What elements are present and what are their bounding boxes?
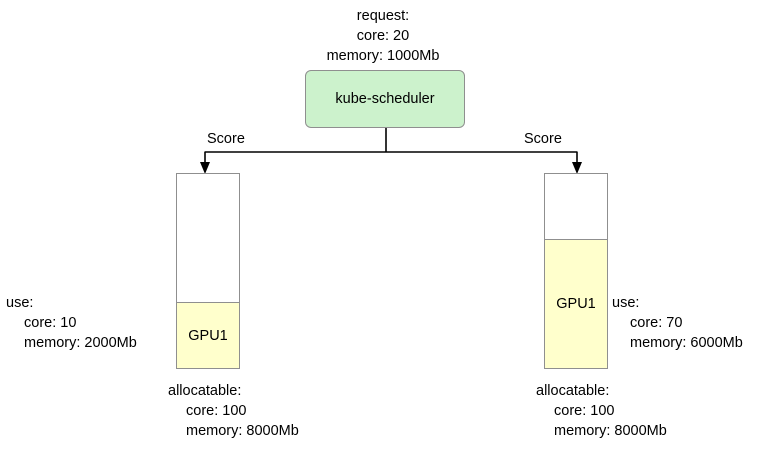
node-bar-left[interactable]: GPU1 — [176, 173, 240, 369]
allocatable-text-block-right: allocatable: core: 100 memory: 8000Mb — [536, 381, 667, 441]
node-left-used-segment: GPU1 — [177, 302, 239, 368]
use-left-core: core: 10 — [24, 315, 77, 331]
use-left-memory: memory: 2000Mb — [24, 335, 137, 351]
request-memory: memory: 1000Mb — [326, 48, 440, 64]
node-left-gpu-label: GPU1 — [188, 327, 228, 344]
use-text-block-right: use: core: 70 memory: 6000Mb — [612, 293, 743, 353]
use-right-core: core: 70 — [630, 315, 683, 331]
node-bar-right[interactable]: GPU1 — [544, 173, 608, 369]
alloc-left-core: core: 100 — [186, 403, 247, 419]
kube-scheduler-label: kube-scheduler — [335, 91, 435, 107]
alloc-left-memory: memory: 8000Mb — [186, 423, 299, 439]
use-right-memory: memory: 6000Mb — [630, 335, 743, 351]
use-left-title: use: — [6, 295, 34, 311]
score-label-right: Score — [524, 131, 562, 147]
node-right-gpu-label: GPU1 — [556, 296, 596, 312]
score-label-left: Score — [207, 131, 245, 147]
alloc-right-title: allocatable: — [536, 383, 610, 399]
use-right-title: use: — [612, 295, 640, 311]
use-text-block-left: use: core: 10 memory: 2000Mb — [6, 293, 137, 353]
alloc-right-core: core: 100 — [554, 403, 615, 419]
kube-scheduler-box[interactable]: kube-scheduler — [305, 70, 465, 128]
alloc-left-title: allocatable: — [168, 383, 242, 399]
request-core: core: 20 — [356, 28, 410, 44]
request-text-block: request: core: 20 memory: 1000Mb — [258, 6, 508, 66]
allocatable-text-block-left: allocatable: core: 100 memory: 8000Mb — [168, 381, 299, 441]
node-right-used-segment: GPU1 — [545, 239, 607, 368]
request-title: request: — [356, 8, 410, 24]
alloc-right-memory: memory: 8000Mb — [554, 423, 667, 439]
